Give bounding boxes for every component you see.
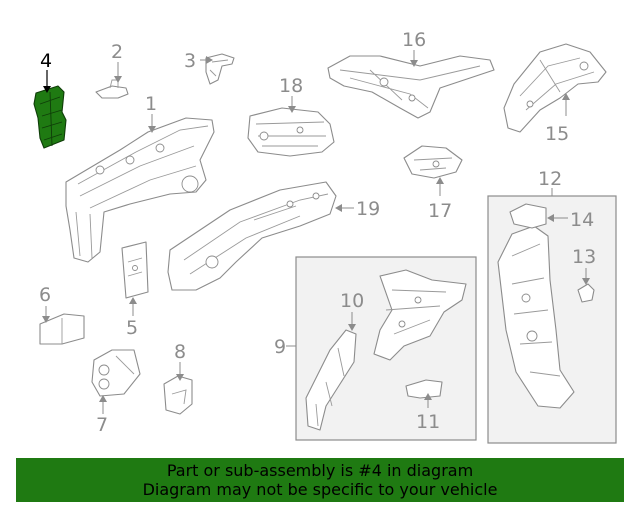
- arrowhead-5: [129, 297, 137, 304]
- arrowhead-13: [582, 278, 590, 285]
- part-14[interactable]: [509, 203, 547, 229]
- banner-line-disclaimer: Diagram may not be specific to your vehi…: [142, 480, 498, 499]
- part-11[interactable]: [405, 379, 443, 399]
- arrowhead-4: [43, 86, 51, 93]
- callout-10[interactable]: 10: [340, 290, 364, 312]
- part-18[interactable]: [247, 107, 335, 157]
- callout-15[interactable]: 15: [545, 123, 569, 145]
- part-17[interactable]: [403, 145, 463, 179]
- part-15[interactable]: [503, 43, 607, 133]
- callout-6[interactable]: 6: [39, 284, 51, 306]
- part-19[interactable]: [167, 181, 337, 291]
- arrowhead-19: [335, 204, 342, 212]
- callout-12[interactable]: 12: [538, 168, 562, 190]
- arrowhead-1: [148, 126, 156, 133]
- callout-4[interactable]: 4: [40, 50, 52, 72]
- info-banner: Part or sub-assembly is #4 in diagram Di…: [16, 458, 624, 502]
- part-2[interactable]: [95, 79, 129, 99]
- part-8[interactable]: [163, 375, 193, 415]
- callout-2[interactable]: 2: [111, 41, 123, 63]
- callout-7[interactable]: 7: [96, 414, 108, 436]
- part-10[interactable]: [305, 329, 357, 431]
- callout-5[interactable]: 5: [126, 317, 138, 339]
- part-13[interactable]: [577, 283, 595, 303]
- part-9-inner-panel[interactable]: [373, 269, 467, 361]
- arrowhead-8: [176, 374, 184, 381]
- arrowhead-2: [114, 76, 122, 83]
- arrowhead-10: [348, 324, 356, 331]
- callout-13[interactable]: 13: [572, 246, 596, 268]
- callout-14[interactable]: 14: [570, 209, 594, 231]
- callout-1[interactable]: 1: [145, 93, 157, 115]
- arrowhead-3: [206, 56, 213, 64]
- arrowhead-14: [547, 214, 554, 222]
- arrowhead-11: [424, 393, 432, 400]
- part-4-highlighted[interactable]: [33, 85, 67, 149]
- arrowhead-16: [410, 60, 418, 67]
- arrowhead-7: [99, 395, 107, 402]
- part-5[interactable]: [121, 241, 149, 299]
- part-16[interactable]: [327, 55, 495, 119]
- arrowhead-6: [42, 316, 50, 323]
- callout-9[interactable]: 9: [274, 336, 286, 358]
- banner-line-part-number: Part or sub-assembly is #4 in diagram: [166, 461, 474, 480]
- callout-3[interactable]: 3: [184, 50, 196, 72]
- callout-11[interactable]: 11: [416, 411, 440, 433]
- part-12-pillar[interactable]: [497, 225, 575, 409]
- part-3[interactable]: [205, 53, 235, 85]
- callout-17[interactable]: 17: [428, 200, 452, 222]
- part-7[interactable]: [91, 349, 141, 397]
- arrowhead-18: [288, 106, 296, 113]
- arrowhead-15: [562, 93, 570, 100]
- part-6[interactable]: [39, 313, 85, 345]
- callout-8[interactable]: 8: [174, 341, 186, 363]
- callout-19[interactable]: 19: [356, 198, 380, 220]
- part-1[interactable]: [65, 117, 215, 263]
- callout-18[interactable]: 18: [279, 75, 303, 97]
- arrowhead-17: [436, 177, 444, 184]
- callout-16[interactable]: 16: [402, 29, 426, 51]
